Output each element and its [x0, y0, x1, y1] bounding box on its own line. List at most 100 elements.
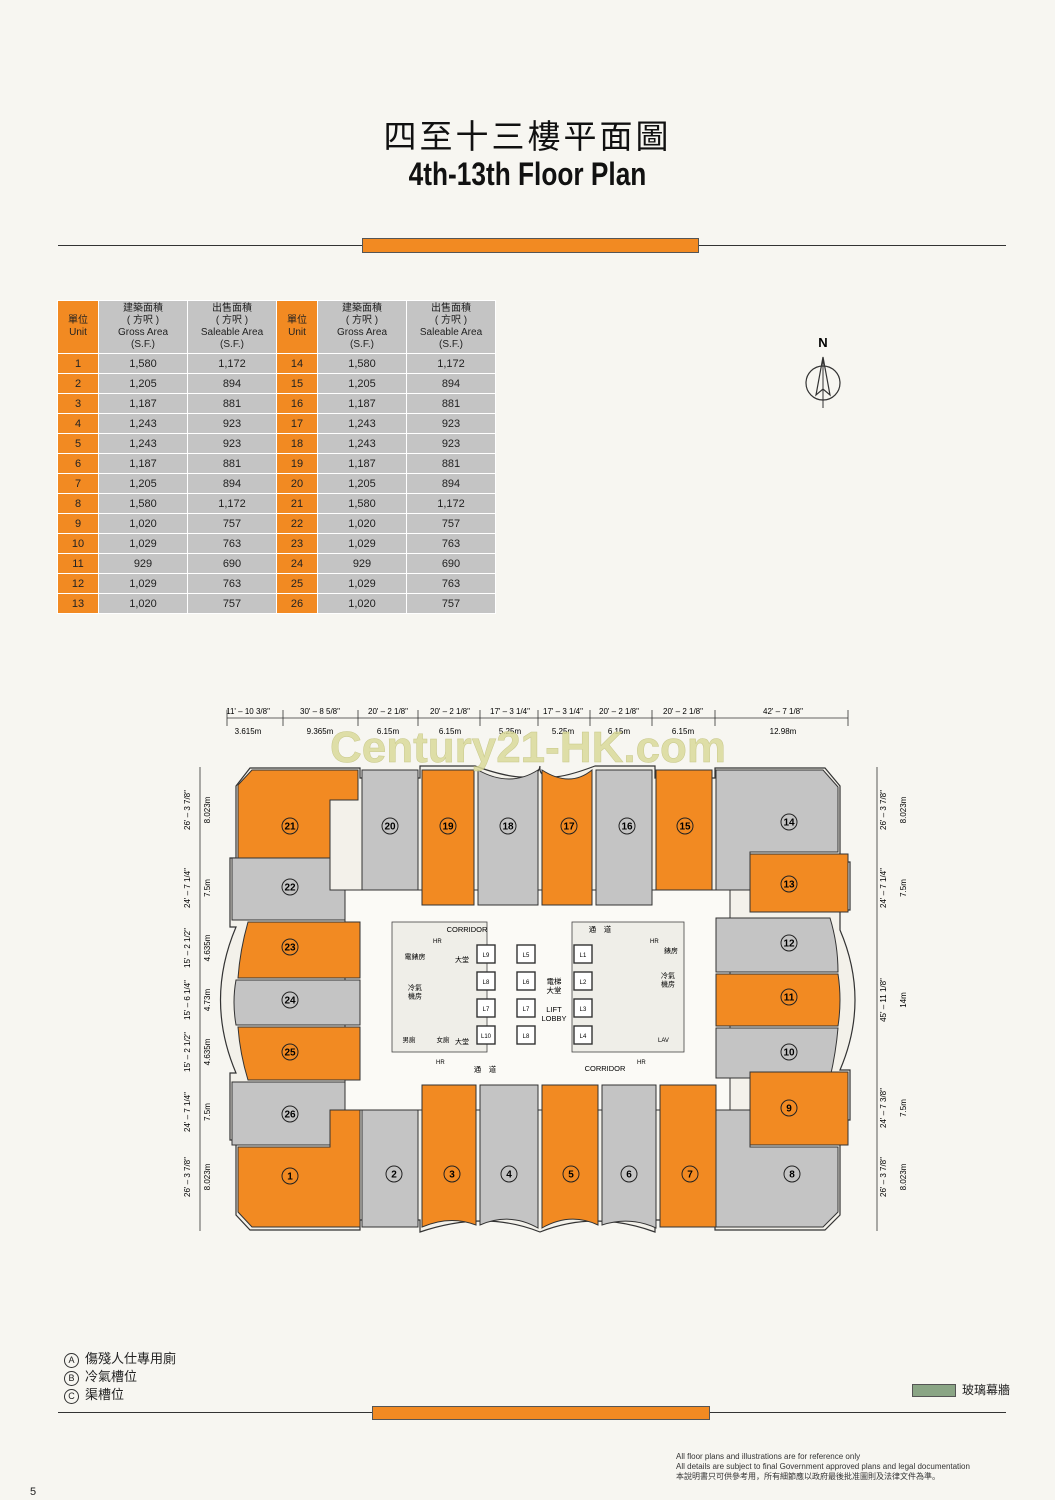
- unit-12: 12: [715, 917, 839, 973]
- gross-area-cell: 1,187: [98, 393, 188, 414]
- curtain-wall-label: 玻璃幕牆: [962, 1383, 1011, 1397]
- legend-text: 冷氣槽位: [85, 1369, 138, 1384]
- north-arrow-icon: N: [805, 335, 841, 408]
- ac-plant-room-right: 冷氣機房: [661, 971, 675, 988]
- lobby-bottom: 大堂: [455, 1037, 469, 1046]
- unit-number-cell: 19: [276, 453, 318, 474]
- unit-14: 14: [715, 769, 839, 891]
- unit-number-label: 9: [786, 1104, 792, 1115]
- gross-area-cell: 1,243: [317, 433, 407, 454]
- unit-number-label: 26: [284, 1110, 296, 1121]
- disclaimer-line: All floor plans and illustrations are fo…: [676, 1452, 861, 1461]
- unit-number-circle: [381, 817, 399, 835]
- unit-number-circle: [780, 934, 798, 952]
- lift-car: [476, 971, 496, 991]
- dimension-imperial: 26' – 3 7/8": [183, 1157, 192, 1197]
- dimension-imperial: 20' – 2 1/8": [663, 707, 703, 716]
- unit-number-label: 15: [679, 822, 691, 833]
- unit-number-label: 19: [442, 822, 454, 833]
- saleable-area-cell: 757: [406, 593, 496, 614]
- unit-number-cell: 9: [57, 513, 99, 534]
- unit-number-cell: 16: [276, 393, 318, 414]
- unit-number-label: 11: [784, 993, 795, 1004]
- unit-number-label: 25: [284, 1048, 296, 1059]
- corridor-bottom-label: CORRIDOR: [585, 1064, 626, 1073]
- lift-car: [476, 998, 496, 1018]
- unit-3: 3: [421, 1084, 477, 1228]
- hr-label: HR: [637, 1060, 646, 1066]
- dimension-imperial: 17' – 3 1/4": [543, 707, 583, 716]
- legend-mark: A: [64, 1353, 79, 1368]
- gross-area-cell: 1,029: [98, 573, 188, 594]
- curtain-wall-swatch: [912, 1384, 956, 1397]
- unit-number-label: 12: [783, 939, 795, 950]
- saleable-area-cell: 1,172: [406, 493, 496, 514]
- legend-text: 傷殘人仕專用廁: [85, 1351, 177, 1366]
- gross-area-cell: 1,580: [317, 353, 407, 374]
- unit-2: 2: [361, 1109, 419, 1228]
- unit-shape: [715, 1109, 839, 1228]
- unit-number-circle: [500, 1165, 518, 1183]
- dimension-metric: 7.5m: [203, 879, 212, 897]
- lift-car: [573, 944, 593, 964]
- saleable-area-cell: 1,172: [187, 493, 277, 514]
- unit-number-circle: [560, 817, 578, 835]
- saleable-area-cell: 923: [187, 413, 277, 434]
- gross-area-cell: 1,020: [98, 513, 188, 534]
- unit-number-circle: [281, 1167, 299, 1185]
- unit-number-label: 17: [563, 822, 575, 833]
- unit-number-circle: [618, 817, 636, 835]
- gross-area-cell: 1,187: [317, 453, 407, 474]
- watermark: Century21-HK.com: [330, 723, 726, 772]
- dimension-metric: 6.15m: [439, 727, 462, 736]
- header-unit: 單位 Unit: [57, 300, 99, 354]
- unit-number-cell: 7: [57, 473, 99, 494]
- unit-7: 7: [659, 1084, 717, 1228]
- unit-number-cell: 15: [276, 373, 318, 394]
- unit-number-cell: 26: [276, 593, 318, 614]
- saleable-area-cell: 894: [406, 473, 496, 494]
- unit-5: 5: [541, 1084, 599, 1229]
- unit-9: 9: [749, 1071, 849, 1146]
- unit-number-label: 13: [783, 880, 795, 891]
- unit-shape: [715, 1027, 839, 1079]
- saleable-area-cell: 881: [187, 393, 277, 414]
- dimension-metric: 7.5m: [899, 879, 908, 897]
- saleable-area-cell: 894: [187, 373, 277, 394]
- lift-label: L2: [580, 980, 587, 986]
- unit-number-label: 3: [449, 1170, 455, 1181]
- dimension-metric: 4.73m: [203, 989, 212, 1012]
- unit-area-table: 單位 Unit 建築面積 ( 方呎 ) Gross Area (S.F.) 出售…: [57, 300, 496, 614]
- meter-room-left: 電錶房: [405, 952, 426, 961]
- gross-area-cell: 1,243: [98, 433, 188, 454]
- dimension-imperial: 24' – 7 1/4": [183, 1092, 192, 1132]
- page-title-chinese: 四至十三樓平面圖: [383, 117, 672, 156]
- north-label: N: [818, 335, 827, 350]
- unit-number-circle: [439, 817, 457, 835]
- unit-number-label: 2: [391, 1170, 397, 1181]
- unit-shape: [421, 1084, 477, 1228]
- unit-shape: [715, 917, 839, 973]
- lift-label: L8: [483, 980, 490, 986]
- disclaimer-line: 本說明書只可供參考用，所有細節應以政府最後批准圖則及法律文件為準。: [676, 1472, 940, 1481]
- unit-shape: [421, 769, 475, 906]
- unit-number-cell: 18: [276, 433, 318, 454]
- unit-shape: [361, 769, 419, 891]
- dimension-imperial: 20' – 2 1/8": [368, 707, 408, 716]
- unit-24: 24: [233, 979, 361, 1026]
- gross-area-cell: 1,205: [317, 473, 407, 494]
- passage-top-label: 通 道: [589, 924, 612, 934]
- gross-area-cell: 1,205: [317, 373, 407, 394]
- unit-number-circle: [780, 875, 798, 893]
- gross-area-cell: 1,243: [98, 413, 188, 434]
- unit-number-circle: [783, 1165, 801, 1183]
- unit-6: 6: [601, 1084, 657, 1229]
